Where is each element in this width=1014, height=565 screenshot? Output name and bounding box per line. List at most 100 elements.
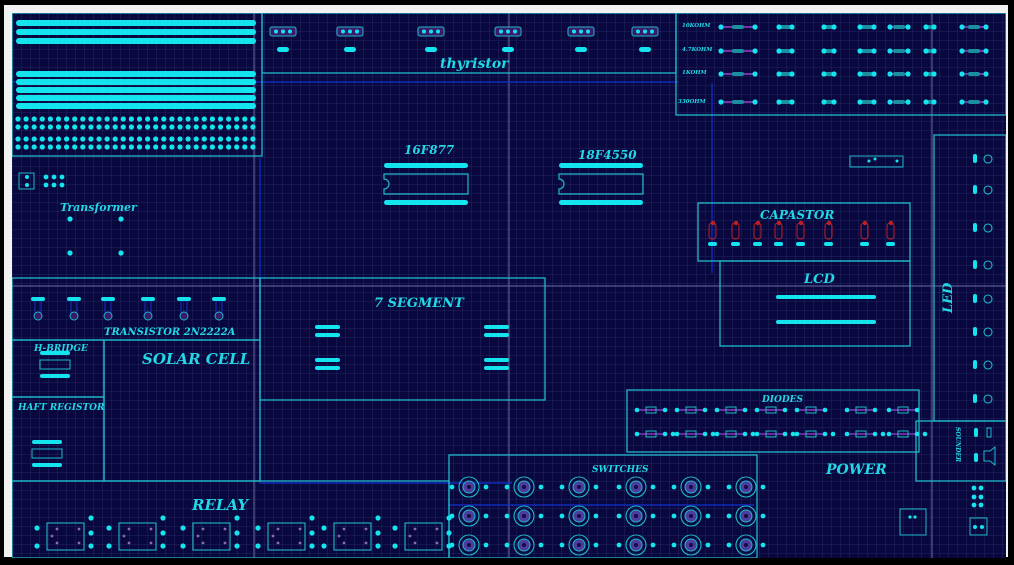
led[interactable]	[973, 394, 993, 404]
switch[interactable]	[671, 505, 711, 527]
pad	[959, 99, 965, 105]
thyristors[interactable]	[269, 26, 659, 52]
thyristor[interactable]	[567, 26, 595, 52]
transistor[interactable]	[141, 297, 155, 321]
diode[interactable]	[714, 430, 756, 438]
diodes[interactable]	[634, 406, 928, 438]
ic-18f4550[interactable]	[558, 163, 644, 205]
diode[interactable]	[886, 430, 928, 438]
switch[interactable]	[504, 534, 544, 556]
diode[interactable]	[674, 406, 708, 414]
transistor[interactable]	[67, 297, 81, 321]
diode[interactable]	[794, 406, 828, 414]
capacitor[interactable]	[824, 220, 833, 246]
relay[interactable]	[255, 515, 315, 551]
capacitor[interactable]	[774, 220, 783, 246]
switch[interactable]	[504, 476, 544, 498]
pad	[375, 515, 381, 521]
shift-register-ic[interactable]	[31, 440, 63, 467]
switch[interactable]	[671, 476, 711, 498]
transistor-body	[179, 311, 189, 321]
ic-16f877[interactable]	[383, 163, 469, 205]
switch[interactable]	[671, 534, 711, 556]
switch[interactable]	[726, 476, 766, 498]
diode[interactable]	[794, 430, 836, 438]
diode[interactable]	[634, 406, 668, 414]
switch[interactable]	[504, 505, 544, 527]
pad	[593, 484, 599, 490]
switch-ring	[458, 505, 480, 527]
thyristor[interactable]	[269, 26, 297, 52]
transistor[interactable]	[31, 297, 45, 321]
switch[interactable]	[559, 505, 599, 527]
switch[interactable]	[449, 476, 489, 498]
relay[interactable]	[321, 515, 381, 551]
breadboard[interactable]	[15, 20, 256, 150]
capacitor[interactable]	[731, 220, 740, 246]
led[interactable]	[973, 185, 993, 195]
capacitor[interactable]	[796, 220, 805, 246]
transistor[interactable]	[212, 297, 226, 321]
switch[interactable]	[616, 476, 656, 498]
capacitors[interactable]	[708, 220, 895, 246]
leds[interactable]	[973, 154, 993, 404]
diode[interactable]	[844, 430, 886, 438]
thyristor[interactable]	[417, 26, 445, 52]
thyristor[interactable]	[336, 26, 364, 52]
transistor[interactable]	[101, 297, 115, 321]
capacitor-pin	[755, 220, 761, 226]
led[interactable]	[973, 327, 993, 337]
pad	[250, 144, 256, 150]
capacitor[interactable]	[753, 220, 762, 246]
pad	[504, 484, 510, 490]
led[interactable]	[973, 223, 993, 233]
led[interactable]	[973, 294, 993, 304]
relays[interactable]	[34, 515, 452, 551]
switch[interactable]	[726, 534, 766, 556]
relay[interactable]	[34, 515, 94, 551]
switch[interactable]	[559, 534, 599, 556]
diode[interactable]	[754, 406, 788, 414]
seven-segment[interactable]	[315, 325, 509, 370]
led[interactable]	[973, 154, 993, 164]
pcb-board[interactable]: thyristor 16F877 18F4550 Transformer CAP…	[12, 13, 1006, 558]
diode[interactable]	[674, 430, 716, 438]
switch[interactable]	[449, 534, 489, 556]
diode[interactable]	[886, 406, 920, 414]
switch[interactable]	[726, 505, 766, 527]
diode[interactable]	[634, 430, 676, 438]
thyristor[interactable]	[494, 26, 522, 52]
diode[interactable]	[754, 430, 796, 438]
switch[interactable]	[559, 476, 599, 498]
thyristor-pads	[425, 47, 437, 52]
switch[interactable]	[616, 534, 656, 556]
switch[interactable]	[616, 505, 656, 527]
pin-row	[32, 440, 62, 444]
resistor-body	[968, 25, 980, 29]
power[interactable]	[899, 485, 988, 536]
capacitor[interactable]	[860, 220, 869, 246]
sounder[interactable]	[974, 427, 996, 467]
transistor[interactable]	[177, 297, 191, 321]
capacitor[interactable]	[708, 220, 717, 246]
diode[interactable]	[714, 406, 748, 414]
switch[interactable]	[449, 505, 489, 527]
voltage-regulator[interactable]	[849, 155, 904, 168]
relay-pin	[127, 541, 131, 545]
relay[interactable]	[180, 515, 240, 551]
relay[interactable]	[106, 515, 166, 551]
relay[interactable]	[392, 515, 452, 551]
transistors[interactable]	[31, 297, 226, 321]
pad	[80, 144, 86, 150]
h-bridge-ic[interactable]	[39, 351, 71, 378]
led[interactable]	[973, 260, 993, 270]
resistor-array[interactable]	[718, 24, 989, 105]
lcd-header[interactable]	[776, 295, 876, 324]
capacitor[interactable]	[886, 220, 895, 246]
led[interactable]	[973, 360, 993, 370]
thyristor[interactable]	[631, 26, 659, 52]
transformer[interactable]	[18, 172, 124, 256]
switches[interactable]	[449, 476, 766, 556]
label-sounder: SOUNDER	[954, 427, 961, 462]
diode[interactable]	[844, 406, 878, 414]
